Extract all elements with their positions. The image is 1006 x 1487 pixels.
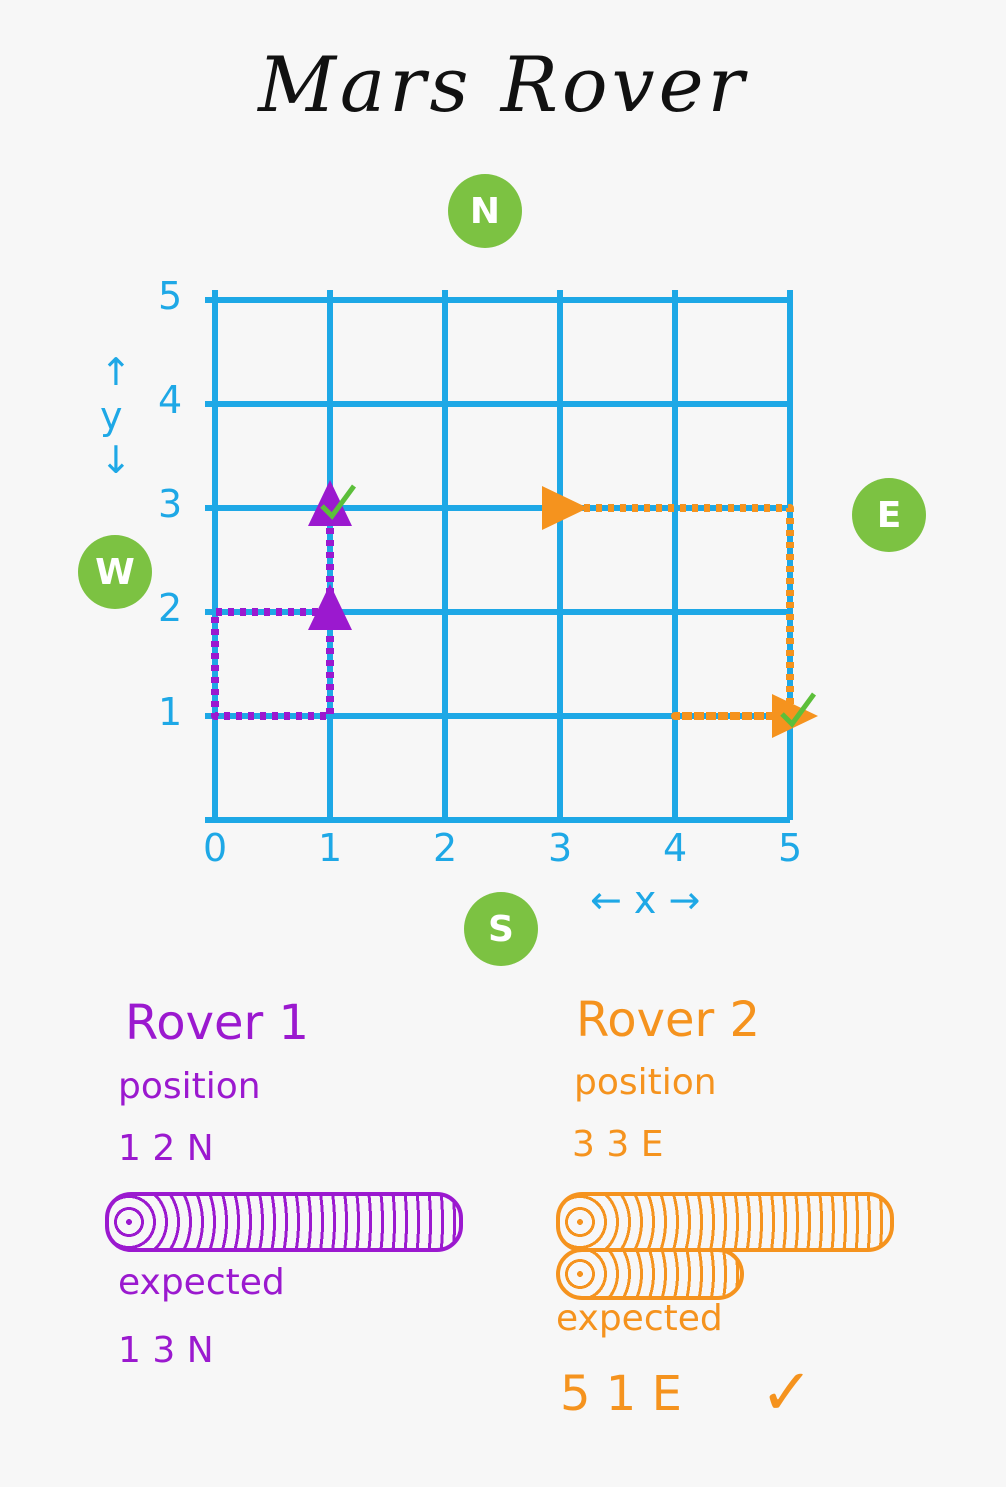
rover2-check-icon xyxy=(780,692,817,728)
rover1-position: 1 2 N xyxy=(118,1128,214,1169)
compass-west: W xyxy=(78,535,152,609)
rover2-start-marker xyxy=(542,486,588,530)
compass-east: E xyxy=(852,478,926,552)
y-tick-label: 1 xyxy=(158,690,183,734)
rover2-commands-scribble-2 xyxy=(556,1248,744,1300)
page-title: Mars Rover xyxy=(258,40,748,129)
compass-south: S xyxy=(464,892,538,966)
x-tick-label: 4 xyxy=(663,826,688,870)
rover2-expected-label: expected xyxy=(556,1298,723,1339)
x-tick-label: 2 xyxy=(433,826,458,870)
y-tick-label: 2 xyxy=(158,586,183,630)
rover2-position-label: position xyxy=(574,1062,717,1103)
rover1-expected-label: expected xyxy=(118,1262,285,1303)
rover1-start-marker xyxy=(308,584,352,630)
y-axis-label: ↑y↓ xyxy=(100,350,132,482)
rover2-expected: 5 1 E xyxy=(560,1366,682,1422)
rover2-position: 3 3 E xyxy=(572,1124,664,1165)
x-tick-label: 5 xyxy=(778,826,803,870)
rover1-check-icon xyxy=(320,484,357,520)
y-tick-label: 4 xyxy=(158,378,183,422)
rover1-position-label: position xyxy=(118,1066,261,1107)
rover1-expected: 1 3 N xyxy=(118,1330,214,1371)
compass-north: N xyxy=(448,174,522,248)
grid-lines xyxy=(205,290,793,823)
rover2-commands-scribble xyxy=(556,1192,894,1252)
rover2-title: Rover 2 xyxy=(576,992,761,1048)
y-tick-label: 3 xyxy=(158,482,183,526)
x-tick-label: 0 xyxy=(203,826,228,870)
y-tick-label: 5 xyxy=(158,274,183,318)
rover-markers xyxy=(308,480,818,738)
x-tick-label: 1 xyxy=(318,826,343,870)
x-axis-label: ← x → xyxy=(590,878,701,922)
rover2-checkmark-icon: ✓ xyxy=(760,1356,814,1430)
rover1-title: Rover 1 xyxy=(125,995,310,1051)
rover1-commands-scribble xyxy=(105,1192,463,1252)
rover1-end-marker xyxy=(308,480,352,526)
x-tick-label: 3 xyxy=(548,826,573,870)
rover1-path xyxy=(211,508,334,720)
